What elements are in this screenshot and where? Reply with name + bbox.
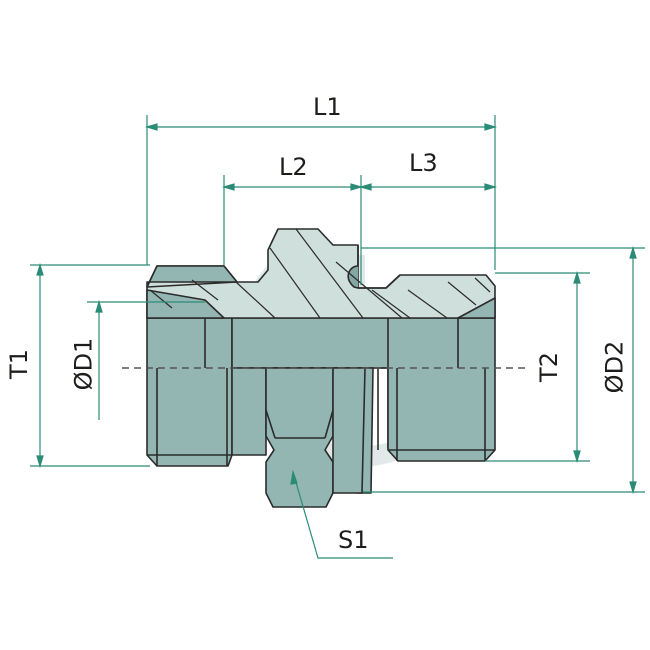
dimension-label-l1: L1	[313, 93, 342, 121]
left-thread-body	[146, 317, 233, 467]
right-thread-body	[387, 317, 496, 462]
dimension-label-d2: ØD2	[600, 340, 629, 394]
dimension-label-s1: S1	[338, 526, 369, 554]
fitting-body	[146, 300, 496, 508]
dimension-lines	[30, 115, 645, 559]
dimension-label-l3: L3	[409, 149, 438, 177]
dimension-label-t2: T2	[534, 352, 563, 382]
dimension-label-d1: ØD1	[69, 337, 98, 391]
hatching	[149, 228, 491, 319]
section-view	[146, 228, 496, 319]
dimension-label-t1: T1	[4, 349, 33, 379]
dimension-label-l2: L2	[279, 153, 308, 181]
